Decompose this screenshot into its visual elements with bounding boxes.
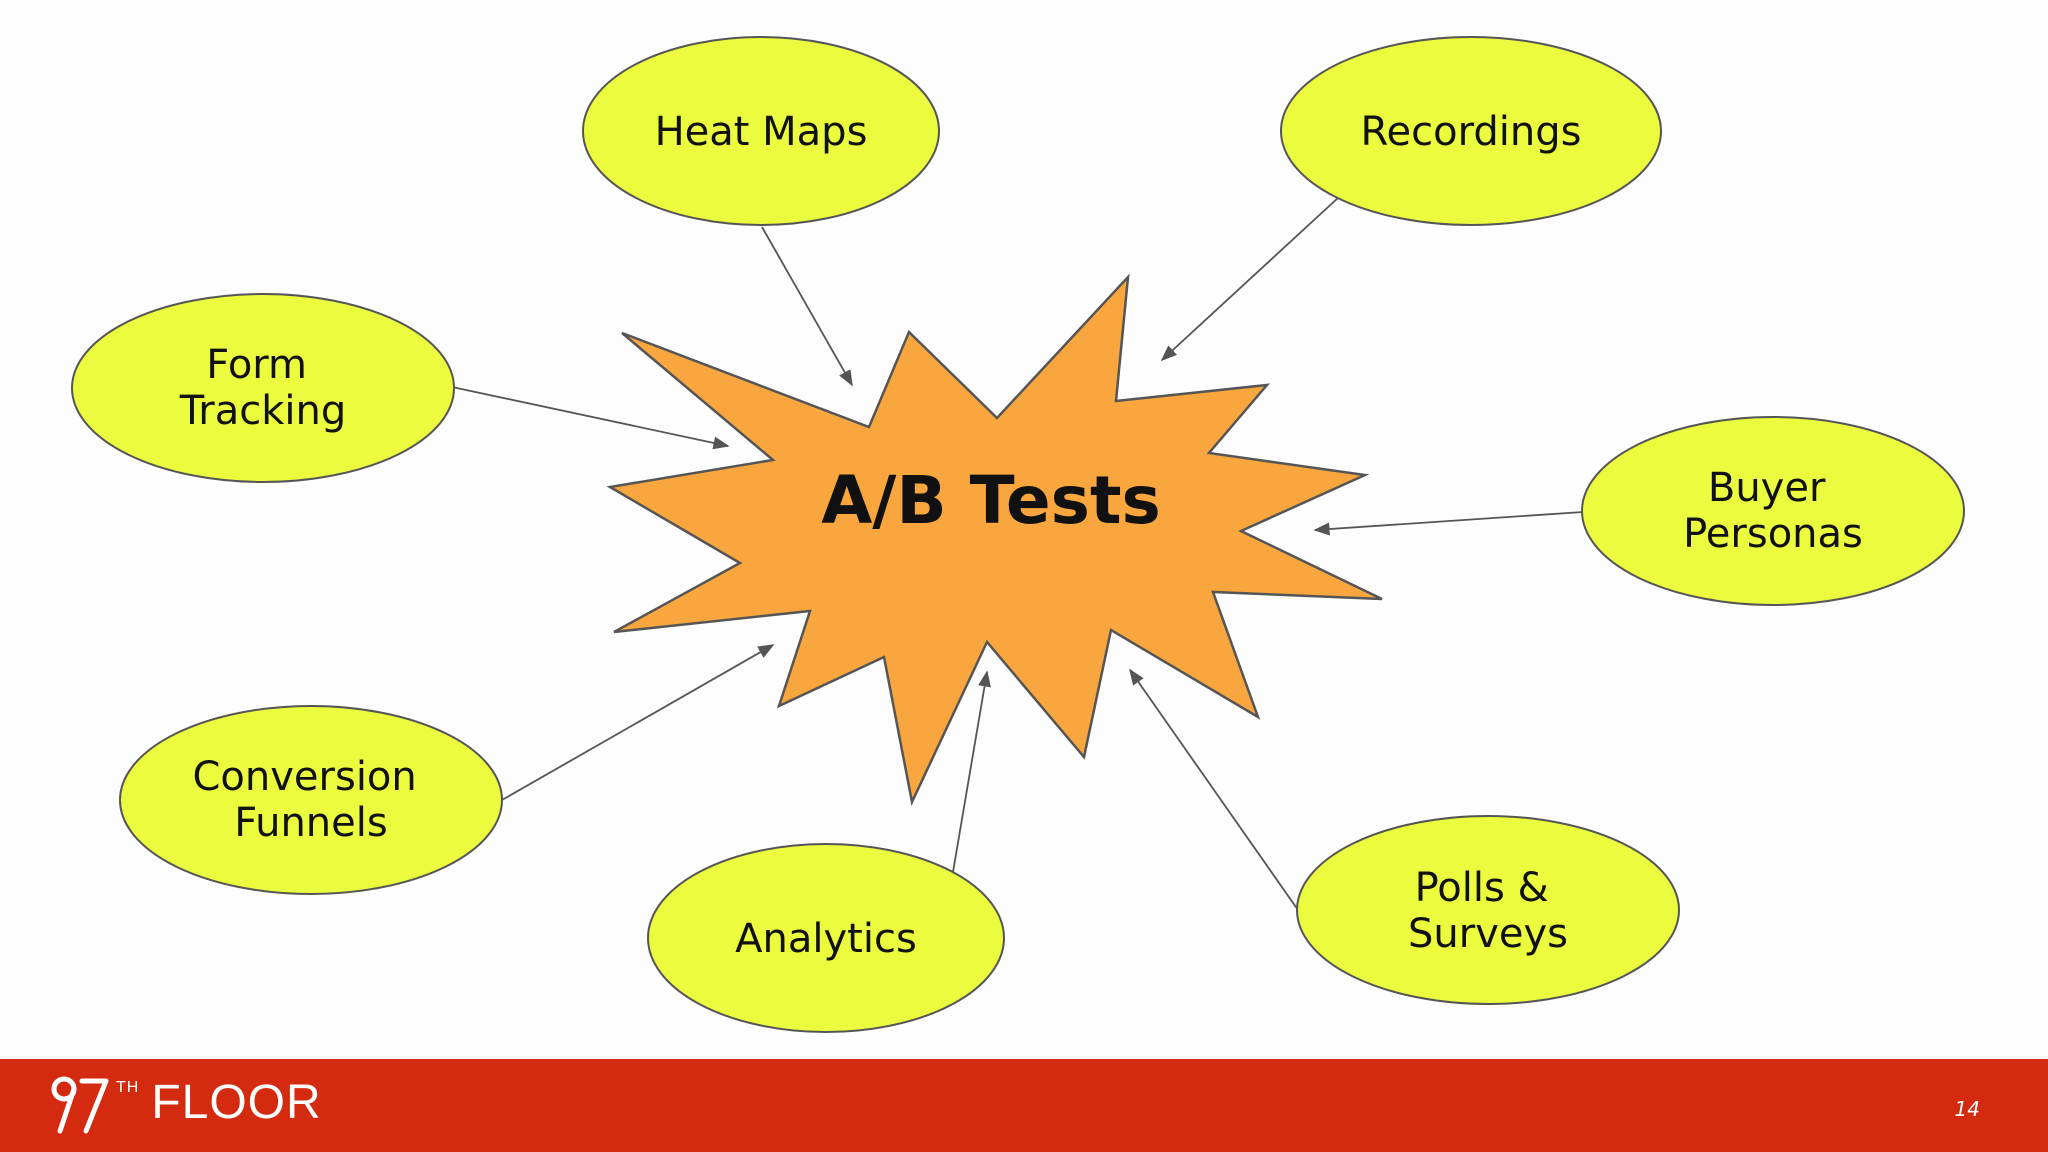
node-conversion-funnels: Conversion Funnels xyxy=(119,705,503,895)
node-label-line: Buyer xyxy=(1708,465,1826,511)
node-label: Polls & Surveys xyxy=(1408,865,1568,957)
connector-polls-surveys xyxy=(1129,668,1299,911)
node-label: Form Tracking xyxy=(179,342,347,434)
node-label: Recordings xyxy=(1361,109,1582,155)
connector-recordings xyxy=(1160,196,1340,362)
company-logo: TH FLOOR xyxy=(48,1075,322,1135)
footer-bar: TH FLOOR 14 xyxy=(0,1059,2048,1152)
node-label-line: Personas xyxy=(1683,511,1863,557)
connector-heat-maps xyxy=(761,226,853,387)
starburst-shape xyxy=(606,273,1383,807)
logo-wordmark: FLOOR xyxy=(151,1076,322,1129)
connector-buyer-personas xyxy=(1313,511,1584,536)
connector-form-tracking xyxy=(451,386,730,450)
node-label: Heat Maps xyxy=(655,109,868,155)
center-label: A/B Tests xyxy=(821,462,1161,539)
node-label-line: Form xyxy=(206,342,307,388)
logo-superscript: TH xyxy=(116,1079,140,1096)
node-label-line: Surveys xyxy=(1408,911,1568,957)
node-label-line: Recordings xyxy=(1361,109,1582,155)
node-analytics: Analytics xyxy=(647,843,1005,1033)
node-label-line: Conversion xyxy=(193,754,417,800)
connector-analytics xyxy=(952,670,991,873)
node-buyer-personas: Buyer Personas xyxy=(1581,416,1965,606)
logo-97-icon xyxy=(51,1076,109,1134)
node-recordings: Recordings xyxy=(1280,36,1662,226)
node-label-line: Tracking xyxy=(179,388,347,434)
node-label: Analytics xyxy=(735,916,917,962)
node-label-line: Heat Maps xyxy=(655,109,868,155)
node-heat-maps: Heat Maps xyxy=(582,36,940,226)
page-number: 14 xyxy=(1954,1097,1980,1121)
node-label: Buyer Personas xyxy=(1683,465,1863,557)
node-label-line: Analytics xyxy=(735,916,917,962)
connector-conversion-funnels xyxy=(501,644,775,801)
node-label: Conversion Funnels xyxy=(193,754,430,846)
node-form-tracking: Form Tracking xyxy=(71,293,455,483)
node-label-line: Polls & xyxy=(1415,865,1549,911)
node-label-line: Funnels xyxy=(234,800,387,846)
node-polls-surveys: Polls & Surveys xyxy=(1296,815,1680,1005)
mind-map-diagram: A/B Tests Heat Maps Recordings Form Tr xyxy=(71,36,1965,1033)
